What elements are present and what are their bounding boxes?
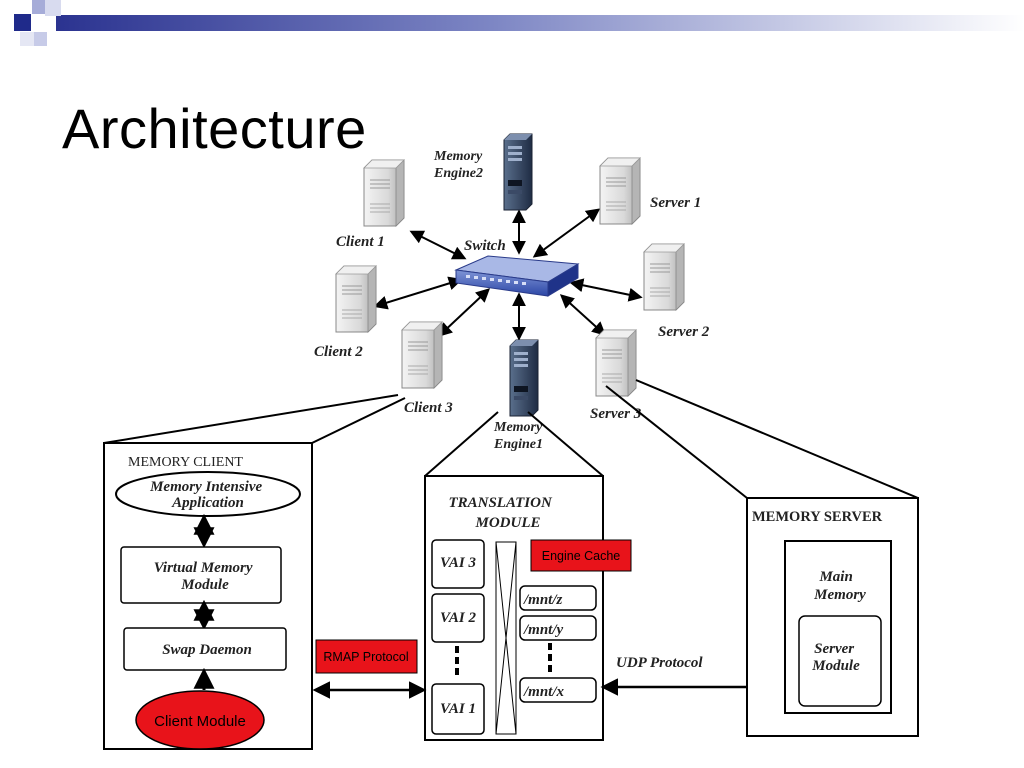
client3-label: Client 3	[404, 400, 453, 416]
app-label-line2: Application	[171, 495, 244, 511]
vai3-label: VAI 3	[440, 555, 476, 571]
vai3-block	[431, 539, 485, 589]
client2-computer-icon	[335, 265, 377, 333]
engine-cache-label: Engine Cache	[542, 549, 621, 563]
deco-square	[33, 32, 47, 46]
memory-engine2-label: Memory Engine2	[433, 149, 486, 181]
deco-square	[45, 0, 61, 16]
server2-label: Server 2	[658, 324, 710, 340]
mnt-z-label: /mnt/z	[523, 592, 563, 608]
link-server2-switch	[569, 278, 643, 302]
rmap-protocol-label: RMAP Protocol	[323, 650, 408, 664]
memory-engine1-label-line2: Engine1	[493, 437, 543, 452]
mnt-y-block	[519, 615, 597, 641]
deco-square	[32, 0, 46, 14]
vai2-label: VAI 2	[440, 610, 476, 626]
link-client1-switch	[409, 230, 467, 260]
app-label-line1: Memory Intensive	[149, 479, 262, 495]
mnt-x-label: /mnt/x	[523, 684, 565, 700]
memory-engine2-icon	[503, 133, 533, 211]
vai1-label: VAI 1	[440, 701, 476, 717]
vai1-block	[431, 683, 485, 735]
memory-server-panel: MEMORY SERVER Main Memory Server Module	[746, 497, 919, 737]
server-module-label: Server Module	[811, 641, 860, 674]
memory-server-title: MEMORY SERVER	[752, 509, 883, 525]
memory-client-title: MEMORY CLIENT	[128, 455, 243, 470]
server2-computer-icon	[643, 243, 685, 311]
vai-ellipsis	[455, 646, 459, 675]
server-module-node	[798, 615, 882, 707]
header-gradient-bar	[56, 15, 1024, 31]
swap-daemon-label: Swap Daemon	[162, 642, 252, 658]
link-server3-switch	[559, 294, 607, 336]
link-client3-switch	[437, 288, 491, 337]
server3-computer-icon	[595, 329, 637, 397]
mnt-x-block	[519, 677, 597, 703]
translation-module-panel: TRANSLATION MODULE VAI 3 VAI 2 VAI 1 /mn…	[424, 475, 632, 741]
main-memory-label: Main Memory	[813, 569, 866, 603]
crossbar	[495, 541, 517, 735]
memory-engine2-label-line1: Memory	[433, 149, 483, 164]
mnt-ellipsis	[548, 643, 552, 672]
client3-computer-icon	[401, 321, 443, 389]
memory-client-panel: MEMORY CLIENT Memory Intensive Applicati…	[103, 442, 313, 750]
server1-label: Server 1	[650, 195, 701, 211]
link-server1-switch	[532, 208, 601, 258]
server-module-line2: Module	[811, 658, 860, 674]
mnt-y-label: /mnt/y	[523, 622, 564, 638]
slide-title: Architecture	[62, 97, 367, 160]
switch-label: Switch	[464, 238, 506, 254]
mnt-z-block	[519, 585, 597, 611]
zoom-lines	[103, 379, 919, 499]
memory-engine1-icon	[509, 339, 539, 417]
vmm-label-line1: Virtual Memory	[154, 560, 253, 576]
client-module-node	[135, 690, 265, 750]
main-memory-line1: Main	[818, 569, 852, 585]
translation-title-line1: TRANSLATION	[448, 495, 553, 511]
server1-computer-icon	[599, 157, 641, 225]
link-client2-switch	[373, 276, 463, 310]
client-module-label: Client Module	[154, 713, 246, 730]
udp-protocol-label: UDP Protocol	[616, 655, 703, 671]
deco-square	[14, 14, 31, 31]
memory-engine1-label: Memory Engine1	[493, 420, 546, 452]
server3-label: Server 3	[590, 406, 642, 422]
rmap-protocol-node	[315, 639, 418, 674]
translation-title-line2: MODULE	[474, 515, 540, 531]
client2-label: Client 2	[314, 344, 363, 360]
client1-label: Client 1	[336, 234, 385, 250]
memory-intensive-application-label: Memory Intensive Application	[149, 479, 266, 511]
memory-engine2-label-line2: Engine2	[433, 166, 483, 181]
vai2-block	[431, 593, 485, 643]
client1-computer-icon	[363, 159, 405, 227]
server-module-line1: Server	[814, 641, 854, 657]
engine-cache-node	[530, 539, 632, 572]
vmm-label-line2: Module	[180, 577, 229, 593]
deco-square	[20, 32, 34, 46]
switch-icon	[454, 255, 580, 297]
translation-module-title: TRANSLATION MODULE	[448, 495, 555, 531]
virtual-memory-module-label: Virtual Memory Module	[154, 560, 257, 593]
network-connections	[373, 208, 643, 341]
memory-engine1-label-line1: Memory	[493, 420, 543, 435]
main-memory-line2: Memory	[813, 587, 866, 603]
